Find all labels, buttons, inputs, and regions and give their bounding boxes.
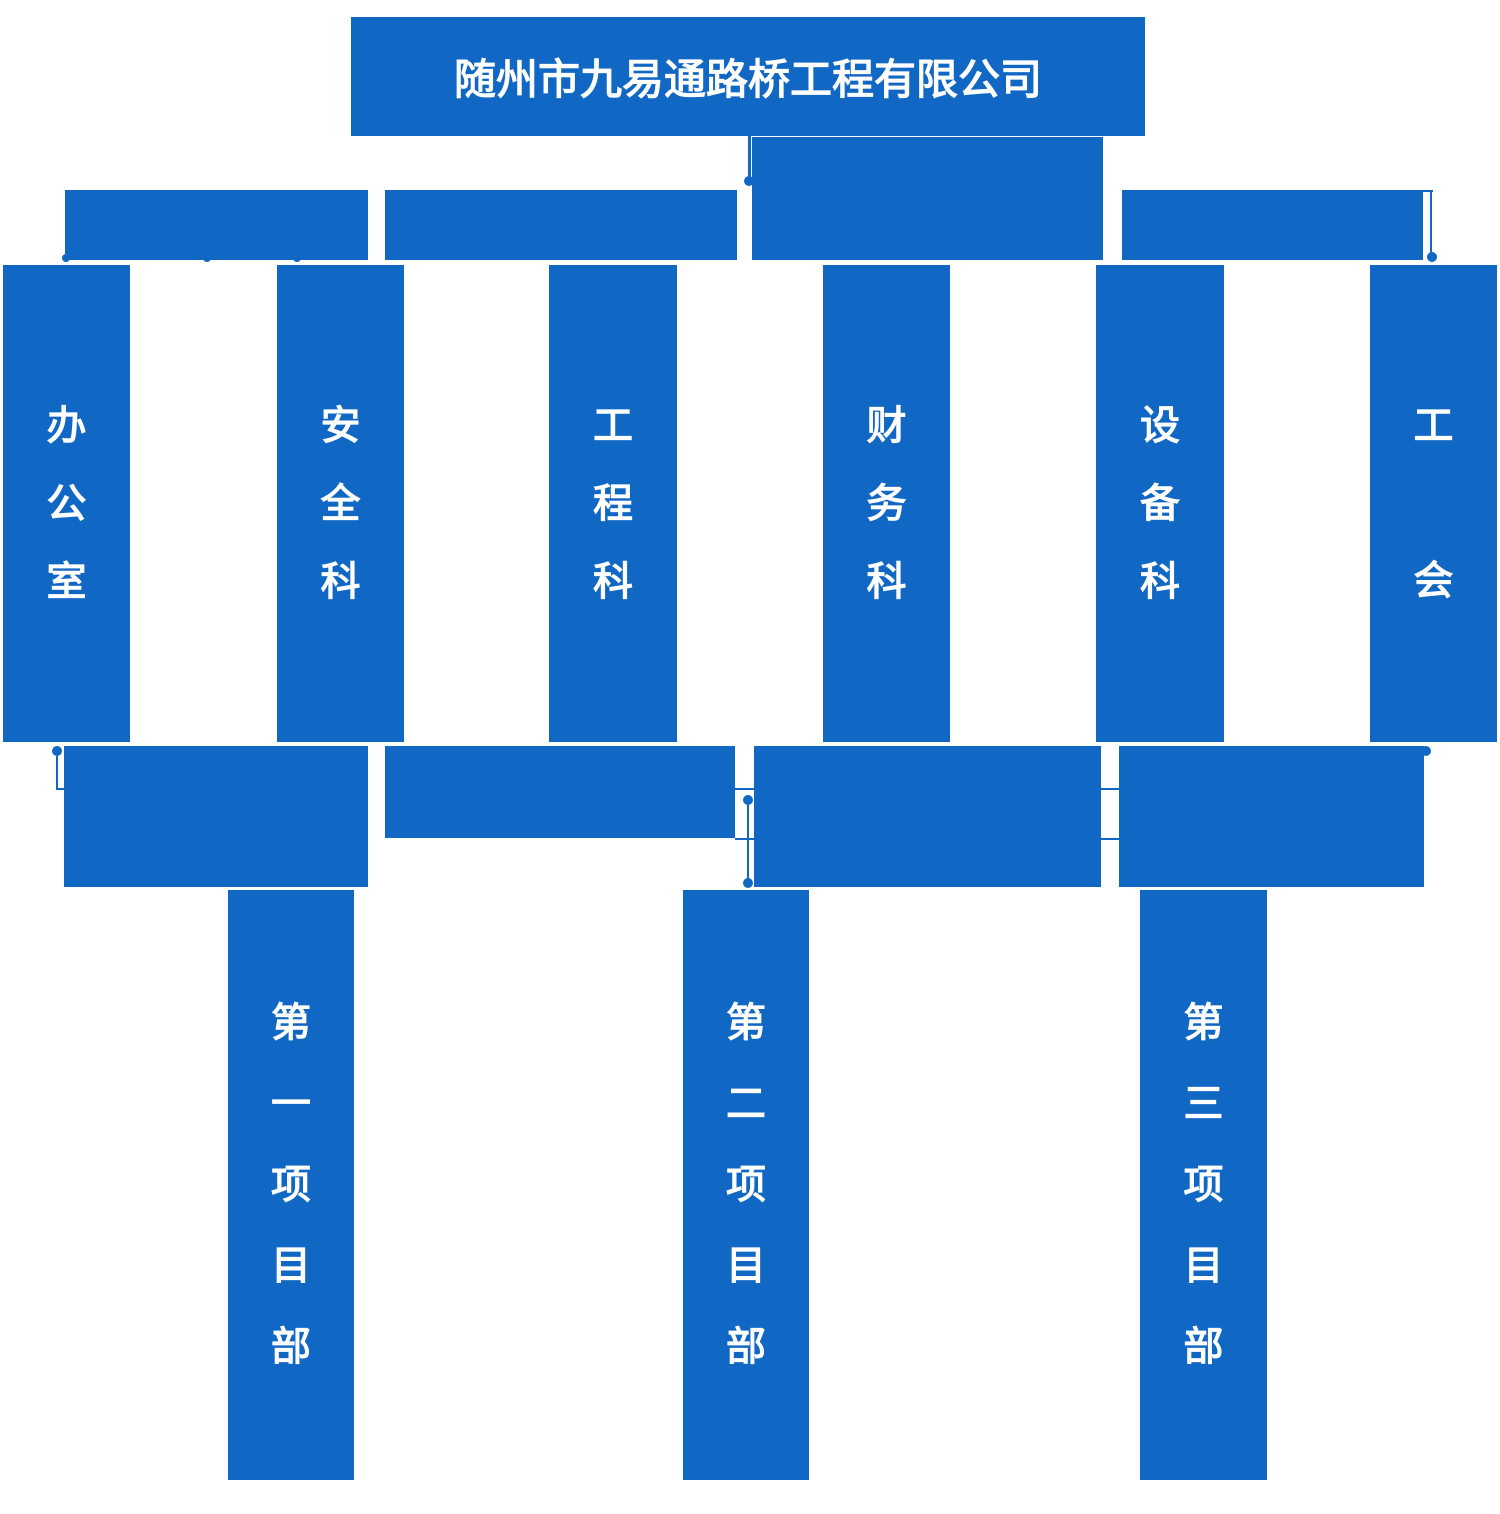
connector-bar-row1-left <box>65 190 368 260</box>
vertical-label-char: 二 <box>726 1081 766 1126</box>
vertical-label-char: 科 <box>866 559 907 604</box>
vertical-label-char: 一 <box>271 1081 311 1126</box>
vertical-label-char: 部 <box>271 1324 311 1369</box>
vertical-label-char: 工 <box>1413 403 1454 448</box>
connector-endpoint-dot <box>744 176 754 186</box>
vertical-label-char: 第 <box>1183 1000 1224 1045</box>
connector-line <box>1423 190 1433 192</box>
connector-endpoint-dot <box>203 254 211 262</box>
dept-box-engineering: 工程科 <box>549 265 677 742</box>
dept-box-equipment: 设备科 <box>1096 265 1224 742</box>
company-name-label: 随州市九易通路桥工程有限公司 <box>453 56 1042 103</box>
dept-box-finance: 财务科 <box>823 265 950 742</box>
connector-endpoint-dot <box>62 254 70 262</box>
vertical-label-char: 备 <box>1140 481 1180 526</box>
vertical-label-char: 全 <box>320 481 361 526</box>
connector-line <box>56 756 58 790</box>
vertical-label-char: 科 <box>320 559 361 604</box>
connector-endpoint-dot <box>1427 252 1437 262</box>
connector-bar-row2-mid-right <box>754 746 1101 887</box>
project-box-third: 第三项目部 <box>1140 890 1267 1480</box>
vertical-label-char: 设 <box>1140 403 1180 448</box>
vertical-label-char: 会 <box>1413 558 1454 603</box>
vertical-label-char: 第 <box>271 1000 311 1045</box>
vertical-label-char: 目 <box>271 1243 311 1288</box>
connector-line <box>1430 190 1432 253</box>
dept-box-labor-union: 工会 <box>1370 265 1497 742</box>
vertical-label-char: 三 <box>1183 1081 1224 1126</box>
project-box-first: 第一项目部 <box>228 890 354 1480</box>
vertical-label-char: 目 <box>1183 1243 1224 1288</box>
vertical-label-char: 项 <box>271 1162 311 1207</box>
connector-line <box>735 838 754 840</box>
vertical-label-char: 部 <box>1183 1324 1224 1369</box>
vertical-label-char: 项 <box>1183 1162 1224 1207</box>
connector-bar-row2-left <box>64 746 368 887</box>
dept-box-office: 办公室 <box>3 265 130 742</box>
vertical-label-char: 科 <box>593 559 633 604</box>
vertical-label-char: 务 <box>866 481 907 526</box>
vertical-label-char: 项 <box>726 1162 766 1207</box>
connector-bar-row2-right <box>1119 746 1424 887</box>
dept-box-safety: 安全科 <box>277 265 404 742</box>
connector-line <box>748 136 751 178</box>
vertical-label-char: 科 <box>1140 559 1180 604</box>
vertical-label-char: 工 <box>593 403 633 448</box>
company-root-node: 随州市九易通路桥工程有限公司 <box>351 17 1145 136</box>
connector-endpoint-dot <box>293 254 301 262</box>
connector-bar-row2-mid-left <box>385 746 735 838</box>
vertical-label-char: 办 <box>46 403 87 448</box>
vertical-label-char: 安 <box>320 403 361 448</box>
connector-endpoint-dot <box>1421 746 1431 756</box>
vertical-label-char: 目 <box>726 1243 766 1288</box>
vertical-label-char: 公 <box>46 481 87 526</box>
vertical-label-char: 部 <box>726 1324 766 1369</box>
connector-line <box>1101 838 1119 840</box>
vertical-label-char: 财 <box>866 403 907 448</box>
vertical-label-char: 程 <box>593 481 633 526</box>
management-node-blank <box>752 137 1103 260</box>
connector-bar-row1-mid-left <box>385 190 737 260</box>
connector-endpoint-dot <box>743 795 753 805</box>
connector-line <box>56 788 65 790</box>
vertical-label-char: 室 <box>46 559 87 604</box>
vertical-label-char: 第 <box>726 1000 766 1045</box>
connector-line <box>747 799 749 884</box>
connector-endpoint-dot <box>52 746 62 756</box>
connector-line <box>1101 788 1119 790</box>
project-box-second: 第二项目部 <box>683 890 809 1480</box>
connector-endpoint-dot <box>743 878 753 888</box>
connector-bar-row1-right <box>1122 190 1423 260</box>
connector-line <box>735 788 754 790</box>
